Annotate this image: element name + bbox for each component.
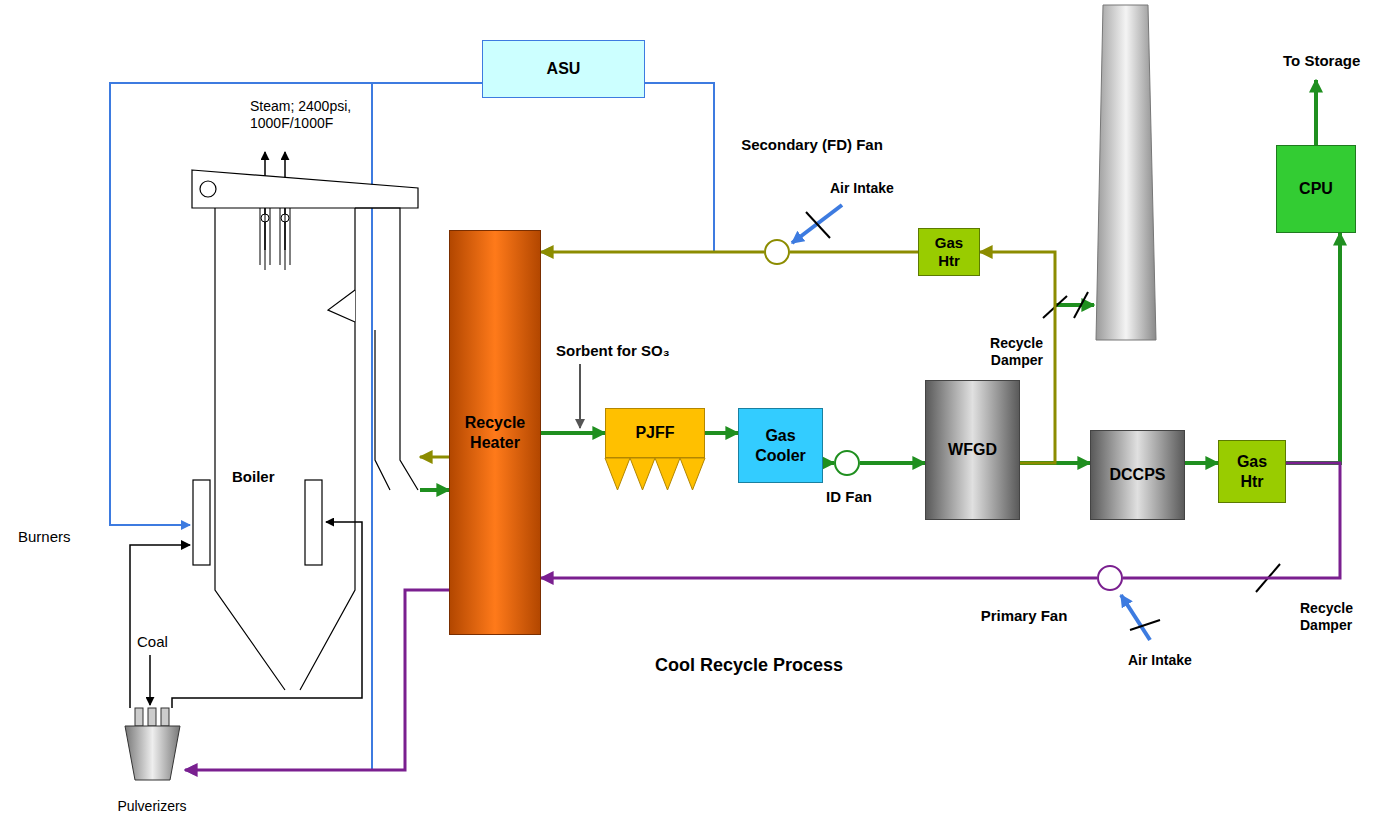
scrubber-box: WFGD xyxy=(925,380,1020,520)
storage-label: To Storage xyxy=(1283,52,1360,70)
sorbent-label: Sorbent for SO₃ xyxy=(556,342,670,360)
damper-blade xyxy=(1130,620,1160,630)
cooler-box: Gas Cooler xyxy=(738,408,823,483)
process-title: Cool Recycle Process xyxy=(655,655,843,677)
recycle-heater: Recycle Heater xyxy=(449,230,541,635)
node-label: Gas Htr xyxy=(924,234,974,270)
heater-box: Gas Htr xyxy=(1218,440,1286,503)
damper-label: Recycle Damper xyxy=(1300,600,1378,634)
shape-outline xyxy=(120,708,185,780)
filter-box: PJFF xyxy=(605,408,705,458)
node-label: Gas Htr xyxy=(1231,452,1273,490)
node-label: Primary Fan xyxy=(981,607,1068,625)
storage-arrow xyxy=(1314,80,1318,145)
flow-connector xyxy=(1286,233,1340,463)
fan-symbol: Primary Fan xyxy=(1097,565,1123,591)
scrubber-box: DCCPS xyxy=(1090,430,1185,520)
flow-connector xyxy=(185,83,482,770)
flow-connector xyxy=(823,461,834,465)
node-label: CPU xyxy=(1299,179,1333,198)
node-label: Pulverizers xyxy=(117,798,186,815)
flow-connector xyxy=(130,545,190,708)
flow-connector xyxy=(541,577,1097,580)
air-intake-label: Air Intake xyxy=(830,180,894,197)
fan-symbol: Secondary (FD) Fan xyxy=(764,239,790,265)
node-label: Recycle Heater xyxy=(455,413,535,451)
node-label: PJFF xyxy=(635,423,674,442)
flow-connector xyxy=(420,488,449,492)
flow-connector xyxy=(541,251,764,254)
coal-arrow xyxy=(149,655,151,705)
heater-box: Gas Htr xyxy=(918,228,980,276)
flow-connector xyxy=(790,251,918,254)
air-intake-label: Air Intake xyxy=(1128,652,1192,669)
boiler: Boiler xyxy=(190,160,420,705)
node-label: DCCPS xyxy=(1109,465,1165,484)
node-label: ASU xyxy=(547,59,581,78)
flow-connector xyxy=(541,83,714,252)
flow-connector xyxy=(541,431,605,435)
node-label: Boiler xyxy=(232,468,275,486)
air-intake-arrow xyxy=(792,205,842,243)
node-label: Secondary (FD) Fan xyxy=(741,136,883,154)
stack xyxy=(1096,5,1156,340)
node-label: WFGD xyxy=(948,440,997,459)
stack-flue xyxy=(1055,303,1094,307)
shape-outline xyxy=(190,160,420,705)
process-box: ASU xyxy=(482,40,645,98)
flow-connector xyxy=(705,431,738,435)
flow-connector xyxy=(185,590,449,770)
process-box: CPU xyxy=(1276,145,1356,233)
coal-label: Coal xyxy=(137,633,168,651)
fan-symbol: ID Fan xyxy=(834,450,860,476)
node-label: Gas Cooler xyxy=(750,426,812,464)
pulverizer: Pulverizers xyxy=(120,708,185,780)
burners-label: Burners xyxy=(18,528,71,546)
damper-label: Recycle Damper xyxy=(965,335,1043,369)
steam-conditions: Steam; 2400psi, 1000F/1000F xyxy=(250,98,368,132)
filter-hoppers xyxy=(605,458,705,490)
damper-blade xyxy=(806,212,830,238)
sorbent-arrow xyxy=(579,364,581,428)
damper-blade xyxy=(1074,292,1088,318)
node-label: ID Fan xyxy=(826,488,872,506)
flow-connector xyxy=(1185,461,1218,465)
flow-connector xyxy=(110,83,482,525)
flow-connector xyxy=(860,461,925,465)
air-intake-arrow xyxy=(1121,595,1150,640)
flow-connector xyxy=(420,456,449,459)
